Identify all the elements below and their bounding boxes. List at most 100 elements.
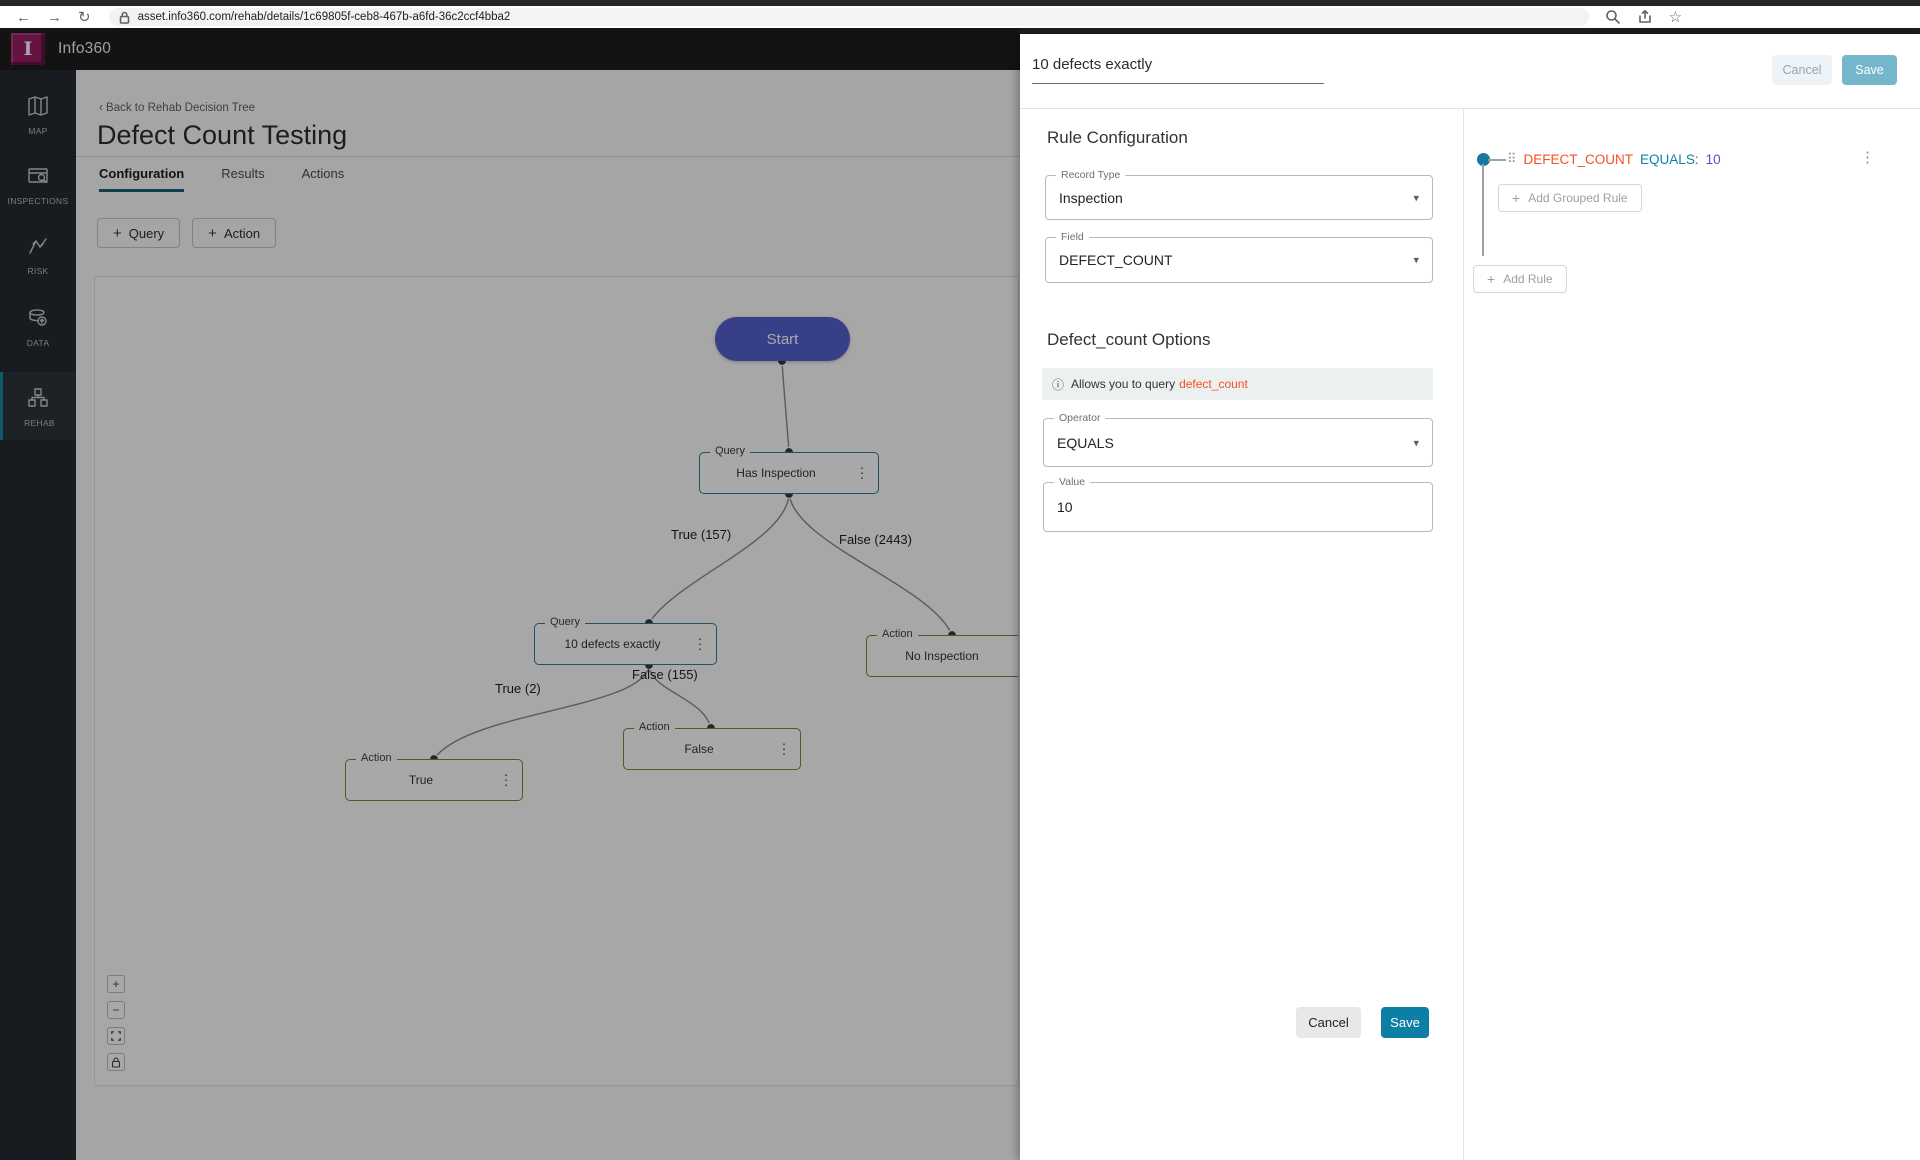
canvas-zoom-controls: + − (107, 975, 125, 1071)
drawer-header-divider (1020, 108, 1920, 109)
plus-icon: + (1512, 190, 1521, 206)
share-icon[interactable] (1637, 9, 1653, 25)
canvas-toolbar: + Query + Action (97, 218, 277, 248)
record-type-select[interactable]: Record Type Inspection ▾ (1045, 169, 1433, 220)
add-rule-button[interactable]: + Add Rule (1473, 265, 1567, 293)
sidebar-item-label: DATA (26, 338, 50, 348)
data-icon (29, 309, 47, 326)
edge-label-false-2443: False (2443) (839, 532, 912, 547)
kebab-menu-icon[interactable]: ⋮ (499, 771, 513, 788)
tab-actions[interactable]: Actions (301, 166, 345, 181)
kebab-menu-icon[interactable]: ⋮ (693, 635, 707, 652)
lock-icon (111, 1056, 121, 1068)
drawer-save-button[interactable]: Save (1842, 55, 1897, 85)
footer-save-button[interactable]: Save (1381, 1007, 1429, 1038)
tab-results[interactable]: Results (221, 166, 265, 181)
browser-refresh-icon[interactable]: ↻ (78, 8, 91, 26)
node-type-label: Query (545, 616, 585, 628)
tab-configuration[interactable]: Configuration (99, 166, 185, 192)
zoom-search-icon[interactable] (1605, 9, 1621, 25)
rule-kebab-menu-icon[interactable]: ⋮ (1860, 149, 1875, 166)
node-type-label: Action (356, 752, 397, 764)
rehab-tree-icon (28, 388, 48, 407)
fit-view-button[interactable] (107, 1027, 125, 1045)
node-label: No Inspection (905, 649, 979, 663)
node-type-label: Action (634, 721, 675, 733)
address-bar[interactable]: asset.info360.com/rehab/details/1c69805f… (108, 8, 1589, 26)
edge-label-true-2: True (2) (495, 681, 541, 696)
plus-icon: + (113, 224, 122, 242)
info-banner: ⓘ Allows you to query defect_count (1042, 368, 1433, 400)
padlock-icon (119, 11, 129, 24)
browser-chrome: ← → ↻ asset.info360.com/rehab/details/1c… (0, 6, 1920, 28)
chevron-down-icon: ▾ (1413, 254, 1419, 267)
rule-tree-connector-vertical (1482, 164, 1484, 256)
sidebar-nav: MAP INSPECTIONS RISK DATA REHAB (0, 70, 76, 1160)
app-brand-name: Info360 (58, 40, 112, 57)
map-icon (28, 96, 48, 116)
rule-editor-drawer: Cancel Save Rule Configuration Record Ty… (1020, 34, 1920, 1160)
rule-name-input[interactable] (1032, 46, 1324, 84)
action-node-no-inspection[interactable]: Action No Inspection ⋮ (866, 628, 1018, 677)
page-title: Defect Count Testing (97, 120, 348, 150)
drawer-column-divider (1463, 109, 1464, 1160)
add-query-label: Query (128, 225, 165, 241)
action-node-false[interactable]: Action False ⋮ (623, 721, 801, 770)
sidebar-item-inspections[interactable]: INSPECTIONS (0, 150, 76, 218)
tab-bar: Configuration Results Actions (99, 166, 344, 192)
record-type-label: Record Type (1056, 169, 1126, 181)
chevron-down-icon: ▾ (1413, 437, 1419, 449)
decision-tree-canvas[interactable]: Start Query Has Inspection ⋮ Query 10 de… (94, 276, 1019, 1086)
modal-dim-overlay[interactable] (0, 28, 1020, 1160)
lock-button[interactable] (107, 1053, 125, 1071)
add-query-button[interactable]: + Query (97, 218, 181, 248)
inspections-icon (28, 168, 48, 184)
rule-field-name: DEFECT_COUNT (1523, 151, 1634, 167)
rule-group-dot[interactable] (1477, 153, 1490, 166)
action-node-true[interactable]: Action True ⋮ (345, 752, 523, 801)
add-grouped-rule-button[interactable]: + Add Grouped Rule (1498, 184, 1642, 212)
sidebar-item-label: INSPECTIONS (7, 196, 69, 206)
back-to-rehab-link[interactable]: ‹ Back to Rehab Decision Tree (99, 102, 255, 114)
field-select[interactable]: Field DEFECT_COUNT ▾ (1045, 231, 1433, 283)
query-node-ten-defects[interactable]: Query 10 defects exactly ⋮ (534, 616, 717, 665)
plus-icon: + (208, 224, 217, 242)
start-node[interactable]: Start (715, 317, 850, 361)
field-label: Field (1056, 231, 1089, 243)
browser-back-icon[interactable]: ← (16, 8, 31, 26)
add-action-button[interactable]: + Action (192, 218, 277, 248)
drawer-cancel-button[interactable]: Cancel (1772, 55, 1832, 85)
title-divider (76, 156, 1920, 157)
node-label: True (408, 773, 434, 787)
zoom-in-button[interactable]: + (107, 975, 125, 993)
value-field[interactable]: Value (1043, 476, 1433, 532)
sidebar-item-label: RISK (27, 266, 49, 276)
sidebar-item-data[interactable]: DATA (0, 292, 76, 360)
sidebar-item-map[interactable]: MAP (0, 80, 76, 148)
rule-value: 10 (1705, 151, 1721, 167)
defect-count-link[interactable]: defect_count (1179, 377, 1248, 391)
field-value: DEFECT_COUNT (1059, 252, 1173, 268)
add-grouped-rule-label: Add Grouped Rule (1528, 191, 1628, 205)
kebab-menu-icon[interactable]: ⋮ (855, 464, 869, 481)
rule-operator: EQUALS: (1640, 151, 1699, 167)
node-type-label: Query (710, 445, 750, 457)
query-node-has-inspection[interactable]: Query Has Inspection ⋮ (699, 445, 879, 494)
back-link-label: Back to Rehab Decision Tree (106, 102, 255, 114)
rule-configuration-heading: Rule Configuration (1047, 128, 1188, 147)
kebab-menu-icon[interactable]: ⋮ (777, 740, 791, 757)
value-input[interactable] (1057, 483, 1399, 531)
rule-row[interactable]: ⠿ DEFECT_COUNT EQUALS: 10 (1507, 151, 1721, 167)
drag-handle-icon[interactable]: ⠿ (1507, 151, 1517, 166)
info360-logo[interactable]: I (11, 33, 45, 65)
browser-forward-icon[interactable]: → (47, 8, 62, 26)
info-icon: ⓘ (1052, 377, 1065, 392)
operator-label: Operator (1054, 412, 1106, 424)
info-text: Allows you to query (1071, 377, 1176, 391)
sidebar-item-risk[interactable]: RISK (0, 220, 76, 288)
sidebar-item-rehab[interactable]: REHAB (0, 372, 76, 440)
zoom-out-button[interactable]: − (107, 1001, 125, 1019)
bookmark-star-icon[interactable]: ☆ (1668, 8, 1683, 26)
footer-cancel-button[interactable]: Cancel (1296, 1007, 1361, 1038)
operator-select[interactable]: Operator EQUALS ▾ (1043, 412, 1433, 467)
